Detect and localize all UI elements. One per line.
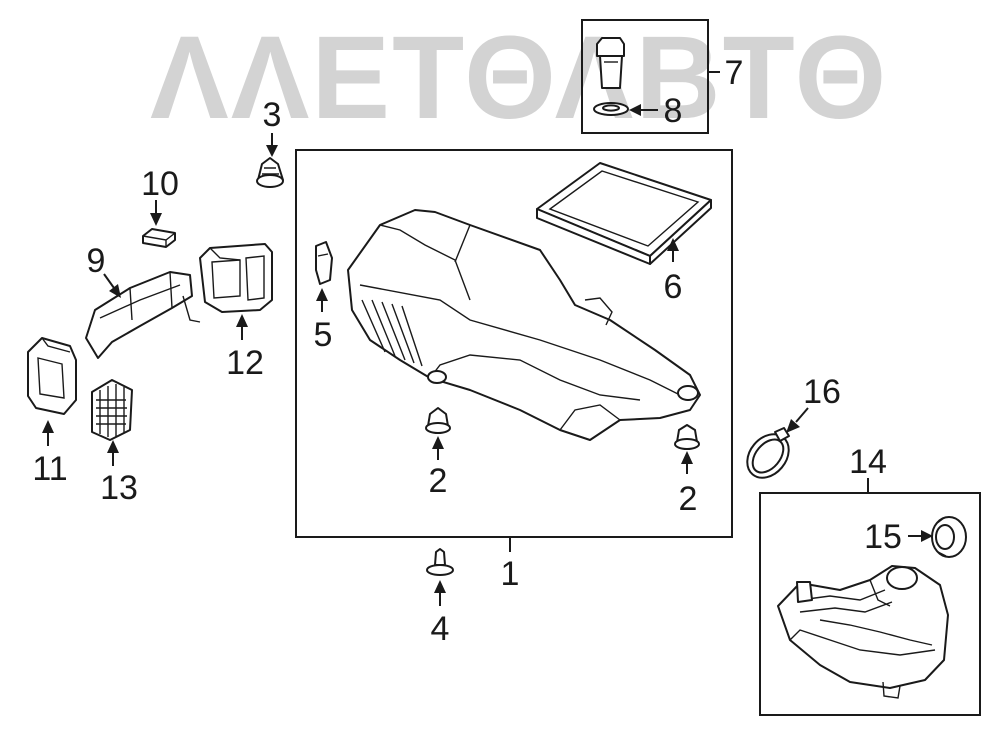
- intake-hose-part-14: [777, 565, 949, 699]
- intake-duct-part-9: [85, 271, 201, 359]
- callout-7: 7: [725, 54, 744, 92]
- screen-part-13: [91, 379, 133, 441]
- pin-part-4: [426, 548, 454, 576]
- watermark-text: ΛΛΕΤΘΛΒΤΘ: [150, 12, 888, 144]
- callout-14: 14: [849, 443, 887, 481]
- callout-13: 13: [100, 469, 138, 507]
- seal-ring-part: [593, 102, 629, 116]
- arrow-10: [150, 213, 162, 226]
- callout-11: 11: [32, 450, 67, 488]
- arrow-2b: [681, 451, 693, 464]
- air-cleaner-assembly-box: [295, 149, 733, 538]
- arrow-6: [667, 238, 679, 251]
- callout-2b: 2: [679, 480, 698, 518]
- callout-16: 16: [803, 373, 841, 411]
- callout-2a: 2: [429, 462, 448, 500]
- callout-10: 10: [141, 165, 179, 203]
- arrow-12: [236, 314, 248, 327]
- intake-duct-part-12: [199, 243, 273, 313]
- callout-4: 4: [431, 610, 450, 648]
- arrow-15: [921, 530, 933, 542]
- callout-6: 6: [664, 268, 683, 306]
- arrow-8: [629, 104, 641, 116]
- callout-5: 5: [314, 316, 333, 354]
- air-filter-part: [536, 162, 712, 265]
- hose-clamp-part: [746, 427, 790, 479]
- callout-9: 9: [87, 242, 106, 280]
- mass-air-flow-sensor-part: [596, 37, 625, 89]
- arrow-2a: [432, 436, 444, 449]
- coupling-ring-part: [931, 516, 967, 558]
- air-cleaner-housing-part: [347, 209, 701, 441]
- foam-block-part: [142, 228, 176, 248]
- callout-12: 12: [226, 344, 264, 382]
- arrow-16: [786, 419, 800, 433]
- arrow-3: [266, 145, 278, 157]
- clip-part-5: [315, 241, 333, 285]
- callout-3: 3: [263, 96, 282, 134]
- grommet-part-b: [674, 424, 700, 450]
- callout-15: 15: [864, 518, 902, 556]
- intake-duct-box: [759, 492, 981, 716]
- sensor-kit-box: [581, 19, 709, 134]
- grommet-part-3: [256, 157, 284, 188]
- leader-line-9: [103, 273, 115, 289]
- arrow-4: [434, 580, 446, 593]
- arrow-13: [107, 440, 119, 453]
- callout-8: 8: [664, 92, 683, 130]
- callout-1: 1: [501, 555, 520, 593]
- arrow-5: [316, 288, 328, 301]
- arrow-11: [42, 420, 54, 433]
- leader-line-16: [795, 407, 809, 423]
- grommet-part-a: [425, 407, 451, 434]
- duct-seal-part-11: [27, 337, 77, 415]
- arrow-9: [109, 284, 121, 298]
